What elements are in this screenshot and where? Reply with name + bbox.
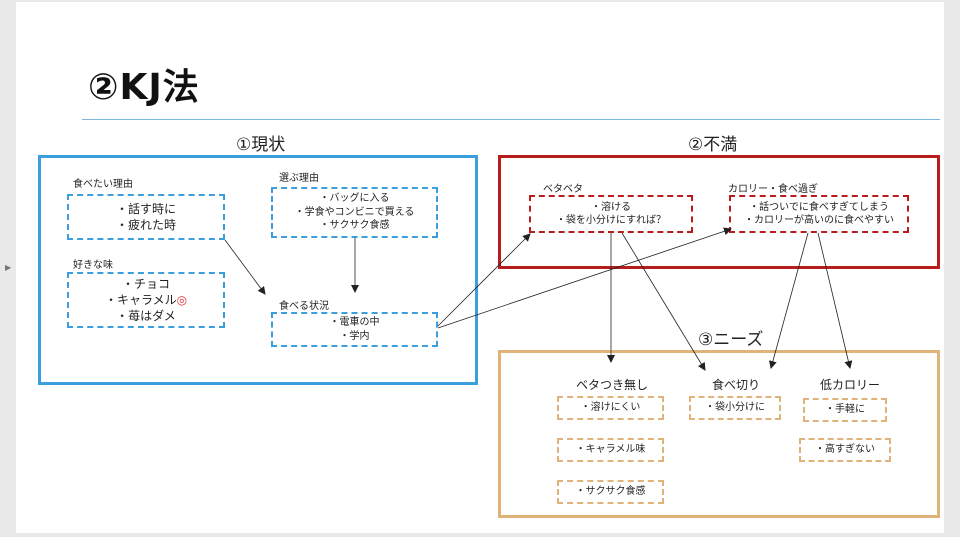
note-item: ・学食やコンビニで買える (294, 206, 415, 218)
dissatisfaction-panel (498, 155, 940, 269)
arrow-situation-to-calories (437, 227, 732, 329)
reasons-to-eat-label: 食べたい理由 (73, 179, 133, 190)
note-item: ・学内 (339, 330, 370, 342)
note-item: ・チョコ (121, 276, 170, 291)
note-item: ・苺はダメ (116, 309, 176, 324)
note-item: ・バッグに入る (319, 193, 390, 205)
title-underline (82, 119, 940, 120)
note-item: ・カロリーが高いのに食べやすい (744, 215, 894, 226)
arrow-calories-to-low-calorie (817, 232, 853, 369)
no-sticky-note-1: ・溶けにくい (557, 396, 664, 420)
favorite-flavor-note: ・チョコ ・キャラメル◎ ・苺はダメ (67, 272, 225, 328)
note-item: ・高すぎない (815, 444, 875, 456)
calories-label: カロリー・食べ過ぎ (728, 184, 818, 195)
note-item: ・話す時に (115, 201, 176, 216)
portion-note: ・袋小分けに (689, 396, 781, 420)
note-item: ・溶ける (591, 201, 631, 213)
page-title: ②KJ法 (88, 67, 200, 108)
low-calorie-label: 低カロリー (820, 378, 881, 392)
note-item: ・サクサク食感 (319, 220, 390, 232)
current-panel (38, 155, 478, 385)
eating-situation-label: 食べる状況 (279, 301, 329, 312)
note-item: ・キャラメル◎ (105, 292, 187, 308)
arrow-reasons-to-situation (224, 239, 266, 295)
section-title-needs: ③ニーズ (698, 330, 764, 350)
arrow-calories-to-portion (768, 232, 809, 369)
low-calorie-note-2: ・高すぎない (799, 438, 891, 462)
reasons-to-eat-note: ・話す時に ・疲れた時 (67, 194, 225, 240)
note-item: ・電車の中 (329, 317, 380, 328)
note-item: ・袋小分けに (705, 402, 765, 414)
note-item: ・キャラメル味 (575, 444, 646, 456)
calories-note: ・話ついでに食べすぎてしまう ・カロリーが高いのに食べやすい (729, 195, 909, 233)
needs-panel (498, 350, 940, 518)
play-triangle-icon[interactable]: ▶ (5, 263, 12, 272)
note-item: ・疲れた時 (115, 218, 176, 232)
no-sticky-label: ベタつき無し (576, 378, 649, 392)
note-item-text: ・キャラメル (104, 292, 177, 307)
arrow-sticky-to-portion (621, 232, 706, 371)
note-item: ・話ついでに食べすぎてしまう (749, 201, 889, 213)
arrow-situation-to-sticky (437, 233, 531, 327)
note-item: ・袋を小分けにすれば？ (555, 215, 667, 226)
sticky-label: ベタベタ (543, 184, 583, 195)
eating-situation-note: ・電車の中 ・学内 (271, 312, 438, 347)
section-title-current: ①現状 (236, 135, 286, 155)
note-item: ・サクサク食感 (575, 486, 646, 498)
note-item: ・手軽に (825, 404, 865, 416)
reasons-to-choose-note: ・バッグに入る ・学食やコンビニで買える ・サクサク食感 (271, 187, 438, 238)
favorite-flavor-label: 好きな味 (73, 260, 113, 271)
no-sticky-note-2: ・キャラメル味 (557, 438, 664, 462)
low-calorie-note-1: ・手軽に (803, 398, 887, 422)
section-title-dissatisfaction: ②不満 (688, 135, 738, 155)
sticky-note: ・溶ける ・袋を小分けにすれば？ (529, 195, 693, 233)
portion-label: 食べ切り (712, 378, 761, 392)
note-item: ・溶けにくい (580, 402, 641, 414)
reasons-to-choose-label: 選ぶ理由 (279, 173, 319, 184)
no-sticky-note-3: ・サクサク食感 (557, 480, 664, 504)
bullseye-mark: ◎ (176, 292, 188, 307)
